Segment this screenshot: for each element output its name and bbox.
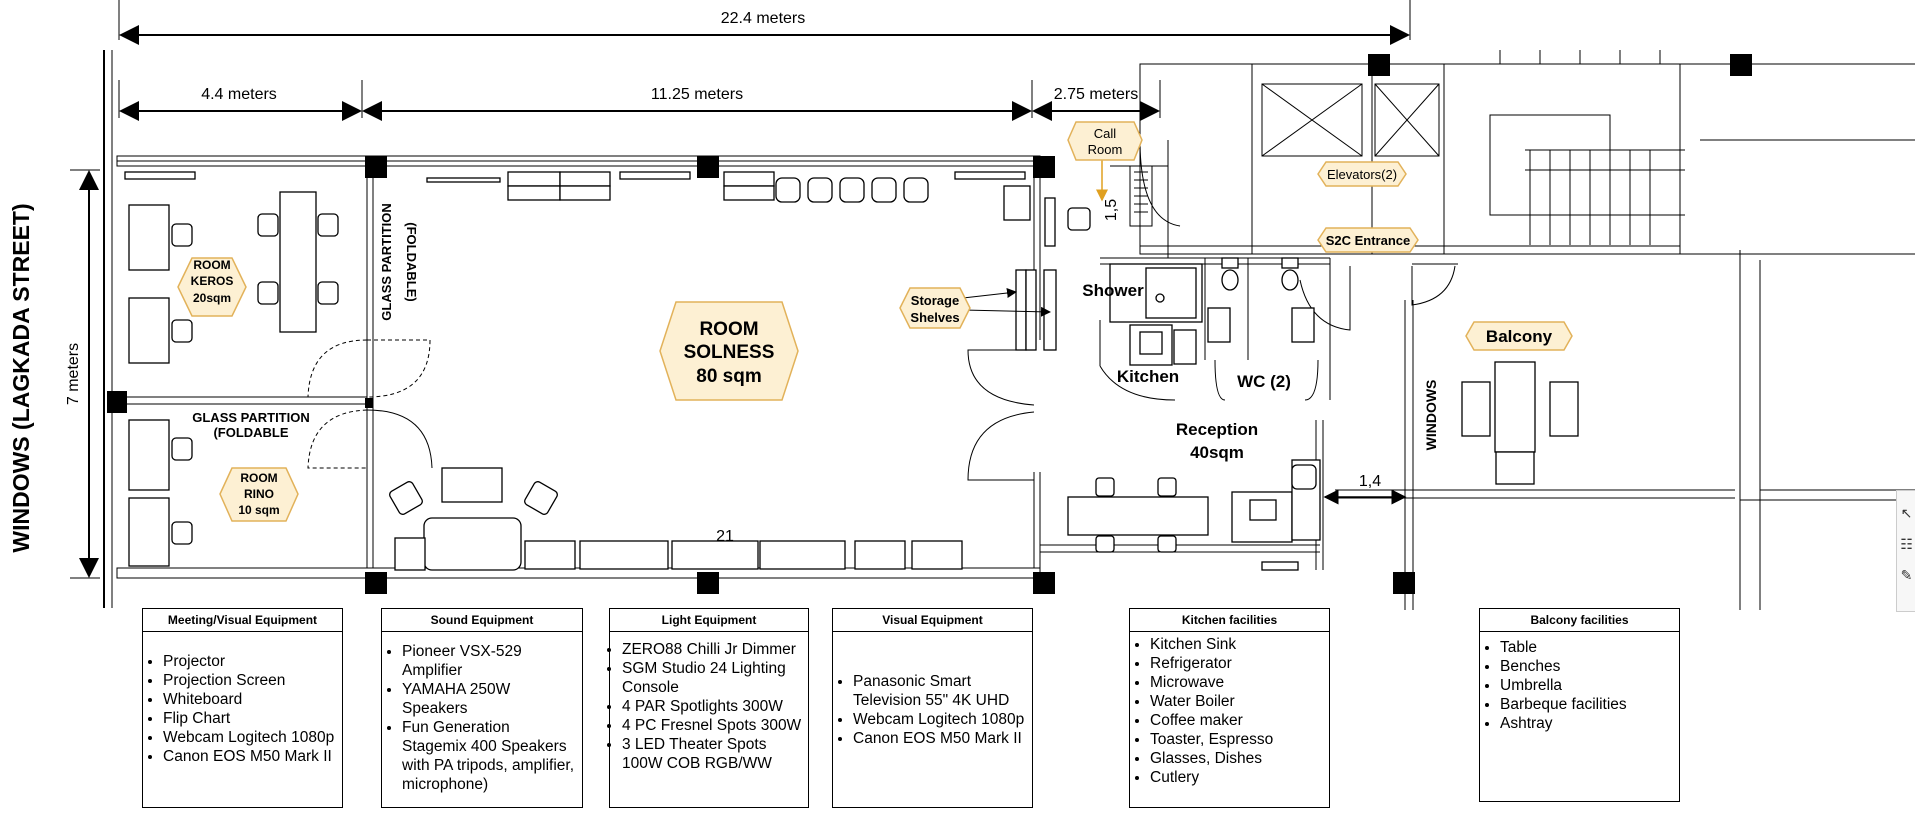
windows-label: WINDOWS	[1423, 380, 1439, 451]
dim-depth: 7 meters	[65, 343, 82, 405]
list-item: ZERO88 Chilli Jr Dimmer	[622, 640, 802, 659]
svg-text:Shelves: Shelves	[910, 310, 959, 325]
list-item: Panasonic Smart Television 55" 4K UHD	[853, 672, 1026, 710]
svg-text:Room: Room	[1088, 142, 1123, 157]
structural-columns	[107, 54, 1752, 594]
dim-kero: 4.4 meters	[201, 86, 277, 103]
balcony-facilities-box: Balcony facilities Table Benches Umbrell…	[1479, 608, 1680, 802]
list-item: Canon EOS M50 Mark II	[163, 747, 336, 766]
building-walls	[103, 50, 1915, 610]
dim-total: 22.4 meters	[721, 10, 805, 27]
shower-label: Shower	[1082, 281, 1144, 300]
visual-equipment-box: Visual Equipment Panasonic Smart Televis…	[832, 608, 1033, 808]
pen-icon[interactable]: ✎	[1900, 567, 1913, 583]
svg-text:20sqm: 20sqm	[193, 291, 231, 305]
tag-entrance: S2C Entrance	[1317, 227, 1419, 253]
svg-text:Elevators(2): Elevators(2)	[1327, 167, 1397, 182]
room-tag-rino: ROOM RINO 10 sqm	[219, 467, 299, 522]
list-item: Pioneer VSX-529 Amplifier	[402, 642, 576, 680]
list-item: Cutlery	[1150, 768, 1323, 787]
box-title: Sound Equipment	[382, 609, 582, 632]
list-item: SGM Studio 24 Lighting Console	[622, 659, 802, 697]
pointer-icon[interactable]: ↖	[1900, 505, 1913, 521]
list-item: Water Boiler	[1150, 692, 1323, 711]
list-item: Webcam Logitech 1080p	[853, 710, 1026, 729]
list-item: YAMAHA 250W Speakers	[402, 680, 576, 718]
list-item: Umbrella	[1500, 676, 1673, 695]
list-item: 3 LED Theater Spots 100W COB RGB/WW	[622, 735, 802, 773]
list-item: Whiteboard	[163, 690, 336, 709]
tag-elevators: Elevators(2)	[1317, 161, 1407, 187]
dimension-lines	[70, 0, 1411, 579]
box-title: Meeting/Visual Equipment	[143, 609, 342, 632]
dim-solness: 11.25 meters	[651, 86, 743, 103]
svg-text:10 sqm: 10 sqm	[238, 503, 279, 517]
list-item: Projector	[163, 652, 336, 671]
glass-partition-vertical-1: GLASS PARTITION	[379, 203, 394, 320]
wc-label: WC (2)	[1237, 372, 1291, 391]
tag-call-room: Call Room	[1067, 121, 1143, 161]
list-item: Projection Screen	[163, 671, 336, 690]
list-item: Table	[1500, 638, 1673, 657]
glass-partition-horizontal-1: GLASS PARTITION	[192, 410, 309, 425]
list-item: Microwave	[1150, 673, 1323, 692]
balcony-gap-label: 1,4	[1359, 473, 1381, 490]
tool-strip: ↖ ☷ ✎	[1896, 490, 1915, 612]
list-item: Toaster, Espresso	[1150, 730, 1323, 749]
kitchen-label: Kitchen	[1117, 367, 1179, 386]
list-item: Coffee maker	[1150, 711, 1323, 730]
sound-equipment-box: Sound Equipment Pioneer VSX-529 Amplifie…	[381, 608, 583, 808]
list-item: Webcam Logitech 1080p	[163, 728, 336, 747]
box-title: Balcony facilities	[1480, 609, 1679, 632]
add-comment-icon[interactable]: ☷	[1900, 536, 1913, 552]
svg-text:ROOM: ROOM	[699, 319, 758, 340]
list-item: Glasses, Dishes	[1150, 749, 1323, 768]
glass-partition-vertical-2: (FOLDABLE)	[404, 222, 419, 301]
list-item: 4 PAR Spotlights 300W	[622, 697, 802, 716]
svg-text:Storage: Storage	[911, 293, 959, 308]
room-furniture	[124, 171, 1579, 571]
light-equipment-box: Light Equipment ZERO88 Chilli Jr Dimmer …	[609, 608, 809, 808]
svg-text:RINO: RINO	[244, 487, 274, 501]
list-item: Flip Chart	[163, 709, 336, 728]
meeting-visual-equipment-box: Meeting/Visual Equipment Projector Proje…	[142, 608, 343, 808]
list-item: Benches	[1500, 657, 1673, 676]
list-item: Refrigerator	[1150, 654, 1323, 673]
glass-partition-horizontal-2: (FOLDABLE	[213, 425, 288, 440]
seat-count-label: 21	[716, 528, 734, 545]
doors	[307, 339, 1319, 481]
room-tag-kero: ROOM KEROS 20sqm	[177, 257, 247, 317]
room-tag-solness: ROOM SOLNESS 80 sqm	[659, 301, 799, 401]
reception-area: 40sqm	[1190, 443, 1244, 462]
box-title: Kitchen facilities	[1130, 609, 1329, 632]
box-title: Visual Equipment	[833, 609, 1032, 632]
list-item: Kitchen Sink	[1150, 635, 1323, 654]
svg-text:80 sqm: 80 sqm	[696, 366, 761, 387]
tag-storage-shelves: Storage Shelves	[899, 287, 971, 329]
svg-text:ROOM: ROOM	[193, 258, 230, 272]
svg-text:Call: Call	[1094, 126, 1117, 141]
dim-reception: 2.75 meters	[1054, 86, 1138, 103]
tag-balcony: Balcony	[1465, 321, 1573, 351]
svg-text:SOLNESS: SOLNESS	[684, 342, 775, 363]
svg-text:S2C Entrance: S2C Entrance	[1326, 233, 1411, 248]
svg-text:Balcony: Balcony	[1486, 327, 1553, 346]
list-item: Barbeque facilities	[1500, 695, 1673, 714]
list-item: 4 PC Fresnel Spots 300W	[622, 716, 802, 735]
list-item: Ashtray	[1500, 714, 1673, 733]
list-item: Canon EOS M50 Mark II	[853, 729, 1026, 748]
reception-label: Reception	[1176, 420, 1258, 439]
corridor-width-label: 1,5	[1103, 199, 1120, 221]
street-label: WINDOWS (LAGKADA STREET)	[8, 203, 34, 552]
svg-text:ROOM: ROOM	[240, 471, 277, 485]
list-item: Fun Generation Stagemix 400 Speakers wit…	[402, 718, 576, 794]
box-title: Light Equipment	[610, 609, 808, 632]
svg-text:KEROS: KEROS	[191, 274, 234, 288]
kitchen-facilities-box: Kitchen facilities Kitchen Sink Refriger…	[1129, 608, 1330, 808]
